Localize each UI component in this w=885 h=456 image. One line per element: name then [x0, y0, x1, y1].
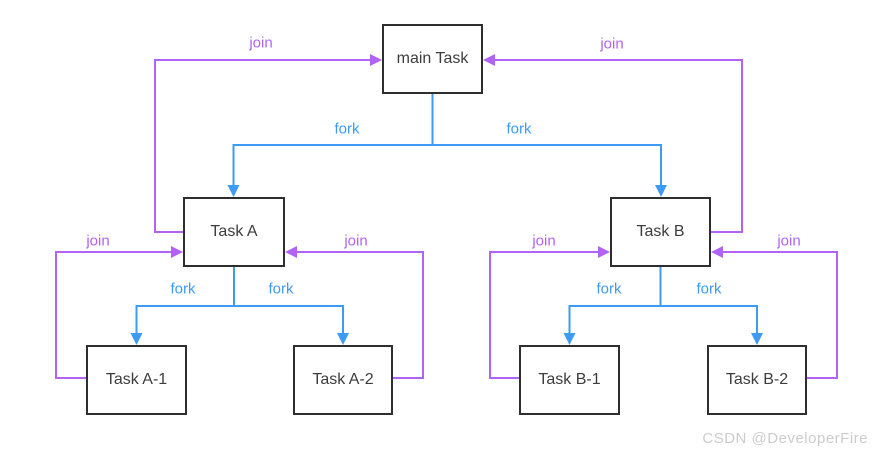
- task-node-label: Task A-2: [312, 371, 374, 388]
- task-node-label: Task B: [636, 223, 685, 240]
- arrowhead-right-icon: [370, 54, 382, 66]
- task-node-b2: Task B-2: [707, 345, 807, 415]
- fork-label-task-a-to-task-a2: fork: [268, 280, 294, 298]
- fork-edge-task-a-to-task-a2: [233, 267, 349, 345]
- task-node-label: Task A-1: [105, 371, 168, 388]
- arrowhead-down-icon: [130, 333, 143, 345]
- arrowhead-down-icon: [337, 333, 349, 345]
- join-edge-task-b2-to-task-b: [711, 246, 838, 379]
- join-edge-task-a1-to-task-a: [55, 246, 183, 379]
- arrowhead-right-icon: [598, 246, 610, 258]
- join-label-task-b1-to-task-b: join: [532, 232, 556, 250]
- fork-label-task-b-to-task-b2: fork: [696, 280, 722, 298]
- fork-edge-task-a-to-task-a1: [130, 267, 235, 345]
- fork-label-task-b-to-task-b1: fork: [596, 280, 622, 298]
- fork-label-main-to-task-b: fork: [506, 120, 532, 138]
- task-node-label: Task B-2: [725, 371, 789, 388]
- fork-edge-task-b-to-task-b2: [659, 267, 763, 345]
- fork-label-task-a-to-task-a1: fork: [170, 280, 196, 298]
- join-edge-task-b-to-main: [483, 54, 743, 233]
- arrowhead-down-icon: [563, 333, 576, 345]
- join-label-task-a-to-main: join: [249, 34, 273, 52]
- task-node-a1: Task A-1: [86, 345, 187, 415]
- fork-edge-main-to-task-b: [431, 94, 667, 197]
- task-node-a: Task A: [183, 197, 285, 267]
- fork-edge-task-b-to-task-b1: [563, 267, 662, 345]
- task-node-main: main Task: [382, 24, 483, 94]
- task-node-a2: Task A-2: [293, 345, 393, 415]
- fork-edge-main-to-task-a: [227, 94, 434, 197]
- arrowhead-down-icon: [751, 333, 763, 345]
- arrowhead-left-icon: [285, 246, 297, 258]
- task-node-b: Task B: [610, 197, 711, 267]
- join-label-task-b2-to-task-b: join: [777, 232, 801, 250]
- join-edge-task-b1-to-task-b: [489, 246, 610, 379]
- join-label-task-a1-to-task-a: join: [86, 232, 110, 250]
- arrowhead-down-icon: [227, 185, 240, 197]
- watermark: CSDN @DeveloperFire: [702, 430, 868, 447]
- join-edge-task-a-to-main: [154, 54, 382, 233]
- arrowhead-left-icon: [483, 54, 495, 66]
- fork-label-main-to-task-a: fork: [334, 120, 360, 138]
- join-label-task-b-to-main: join: [600, 35, 624, 53]
- task-node-label: Task B-1: [538, 371, 601, 388]
- join-edge-task-a2-to-task-a: [285, 246, 424, 379]
- task-node-b1: Task B-1: [519, 345, 620, 415]
- task-node-label: main Task: [396, 50, 469, 67]
- task-node-label: Task A: [210, 223, 258, 240]
- join-label-task-a2-to-task-a: join: [344, 232, 368, 250]
- arrowhead-right-icon: [171, 246, 183, 258]
- arrowhead-down-icon: [655, 185, 667, 197]
- arrowhead-left-icon: [711, 246, 723, 258]
